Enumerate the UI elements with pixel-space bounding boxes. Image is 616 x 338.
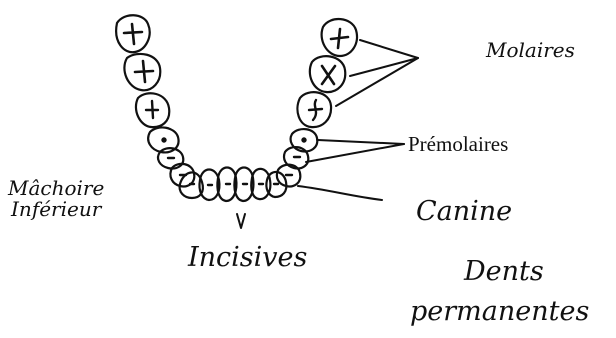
premolaires-pointer-lines	[306, 140, 404, 162]
label-molaires: Molaires	[486, 40, 575, 61]
left-molar-1	[116, 15, 149, 52]
right-molar-3	[297, 92, 331, 127]
right-molar-2	[310, 56, 345, 92]
label-machoire-line1: Mâchoire	[8, 178, 104, 199]
molaires-pointer-lines	[336, 40, 418, 106]
left-molar-3	[136, 93, 169, 127]
label-machoire-inferieur: Mâchoire Inférieur	[8, 178, 104, 220]
label-incisives: Incisives	[188, 244, 307, 272]
incisives-pointer-mark	[237, 214, 245, 228]
label-dents: Dents	[464, 258, 544, 286]
label-premolaires: Prémolaires	[408, 133, 508, 155]
label-machoire-line2: Inférieur	[8, 199, 104, 220]
right-premolar-2	[291, 129, 318, 151]
left-molar-2	[124, 54, 160, 90]
right-premolar-1	[284, 147, 308, 168]
label-canine: Canine	[416, 198, 512, 226]
right-molar-1	[322, 19, 357, 56]
label-permanentes: permanentes	[410, 298, 589, 326]
canine-pointer-line	[298, 186, 382, 200]
